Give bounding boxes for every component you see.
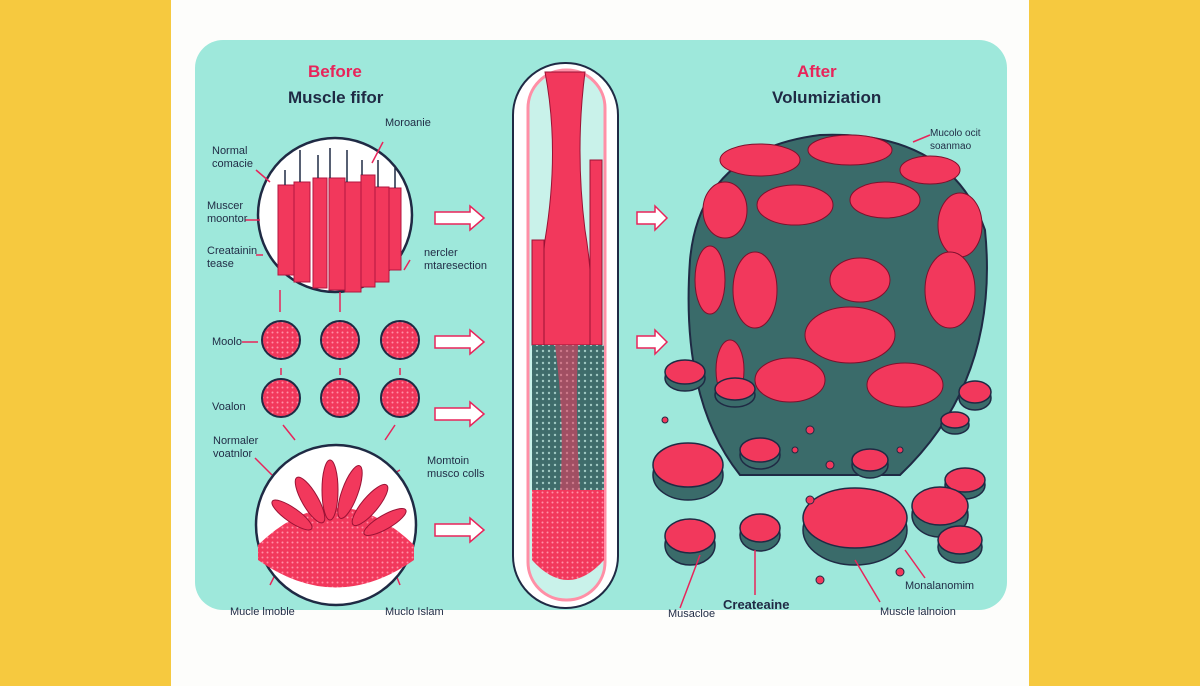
before-title: Before — [308, 62, 362, 81]
after-subtitle: Volumiziation — [772, 88, 882, 107]
label-nerve: nercler mtaresection — [424, 247, 487, 272]
after-title: After — [797, 62, 837, 81]
volumized-muscle-mass — [687, 133, 988, 476]
arrows-left-column — [434, 204, 486, 544]
label-after-bottom-left: Musacloe — [668, 608, 716, 620]
label-normal: Normal comacie — [212, 145, 253, 170]
label-mountain-cells: Momtoin musco colls — [427, 455, 485, 480]
label-after-top: Mucolo ocit soanmao — [930, 128, 981, 152]
label-moroanie: Moroanie — [385, 117, 431, 129]
label-creatine: Creatainin tease — [207, 245, 258, 270]
label-bottom-left: Mucle lmoble — [230, 606, 295, 618]
before-subtitle: Muscle fifor — [288, 88, 384, 107]
creatine-discs — [652, 359, 992, 585]
label-after-bottom-right: Muscle lalnoion — [880, 606, 956, 618]
muscle-bundle-circle — [254, 443, 418, 607]
label-after-mono: Monalanomim — [905, 580, 975, 592]
label-row1: Moolo — [212, 336, 242, 348]
label-row2: Voalon — [212, 401, 246, 413]
cell-grid — [261, 320, 420, 418]
arrows-right-column — [636, 204, 669, 356]
muscle-fiber-cross-circle — [256, 136, 414, 294]
test-tube — [512, 62, 619, 609]
label-muscle-monitor: Muscer moontor — [207, 200, 248, 225]
label-bottom-right: Muclo Islam — [385, 606, 444, 618]
label-normal-vector: Normaler voatnlor — [213, 435, 259, 460]
label-after-creatine: Createaine — [723, 597, 790, 612]
